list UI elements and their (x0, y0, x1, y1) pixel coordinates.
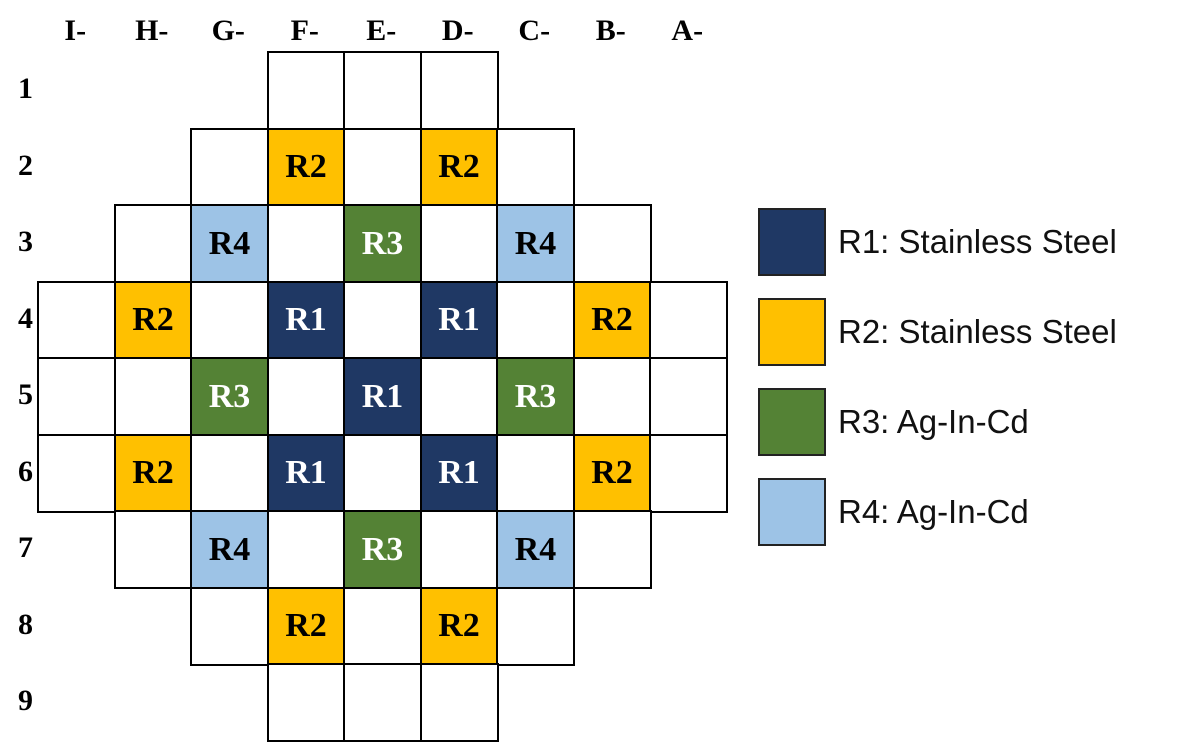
grid-cell-empty (343, 280, 422, 360)
row-label: 2 (18, 148, 33, 182)
grid-cell-r2: R2 (113, 280, 193, 360)
column-label: G- (211, 14, 245, 47)
grid-cell-empty (190, 280, 269, 360)
row-label: 8 (18, 607, 33, 641)
grid-cell-r1: R1 (343, 357, 422, 436)
grid-cell-empty (496, 586, 575, 666)
legend-label: R1: Stainless Steel (838, 223, 1117, 260)
grid-cell-r3: R3 (190, 357, 269, 436)
legend-swatch (758, 388, 826, 456)
grid-cell-empty (37, 280, 116, 360)
grid-cell-empty (37, 357, 116, 436)
column-label: C- (518, 14, 551, 47)
legend-swatch (758, 208, 826, 276)
column-label: E- (366, 14, 397, 47)
grid-cell-empty (649, 357, 728, 436)
grid-cell-r1: R1 (266, 280, 346, 360)
row-label: 7 (18, 531, 33, 565)
grid-cell-empty (343, 127, 422, 207)
grid-cell-r1: R1 (266, 433, 346, 513)
grid-cell-r3: R3 (343, 204, 422, 283)
legend-swatch (758, 478, 826, 546)
row-label: 6 (18, 454, 33, 488)
grid-cell-r2: R2 (572, 280, 652, 360)
grid-cell-empty (343, 433, 422, 513)
legend-label: R2: Stainless Steel (838, 313, 1117, 350)
row-label: 5 (18, 378, 33, 412)
grid-cell-empty (266, 510, 346, 589)
grid-cell-r4: R4 (496, 204, 575, 283)
grid-cell-r2: R2 (419, 127, 499, 207)
grid-cell-empty (266, 663, 346, 742)
grid-cell-empty (419, 663, 499, 742)
grid-cell-empty (113, 204, 193, 283)
grid-cell-empty (190, 433, 269, 513)
legend-item-r3: R3: Ag-In-Cd (758, 388, 1198, 456)
grid-cell-empty (266, 204, 346, 283)
grid-cell-empty (343, 663, 422, 742)
grid-cell-empty (266, 51, 346, 130)
column-label: A- (671, 14, 704, 47)
row-label: 9 (18, 684, 33, 718)
grid-cell-r2: R2 (266, 127, 346, 207)
grid-cell-empty (113, 510, 193, 589)
grid-cell-r2: R2 (572, 433, 652, 513)
grid-cell-empty (496, 280, 575, 360)
column-label: D- (441, 14, 474, 47)
legend-label: R4: Ag-In-Cd (838, 493, 1029, 530)
grid-cell-empty (649, 280, 728, 360)
grid-cell-r4: R4 (496, 510, 575, 589)
grid-cell-r1: R1 (419, 280, 499, 360)
grid-cell-empty (572, 357, 652, 436)
legend-swatch (758, 298, 826, 366)
grid-cell-empty (343, 51, 422, 130)
column-label: F- (290, 14, 319, 47)
grid-cell-empty (419, 204, 499, 283)
grid-cell-empty (496, 433, 575, 513)
grid-cell-empty (190, 586, 269, 666)
grid-cell-r1: R1 (419, 433, 499, 513)
legend-item-r2: R2: Stainless Steel (758, 298, 1198, 366)
grid-cell-r4: R4 (190, 510, 269, 589)
grid-cell-empty (649, 433, 728, 513)
grid-cell-empty (266, 357, 346, 436)
row-label: 4 (18, 301, 33, 335)
grid-cell-r2: R2 (419, 586, 499, 666)
row-label: 3 (18, 225, 33, 259)
legend-label: R3: Ag-In-Cd (838, 403, 1029, 440)
grid-cell-empty (419, 51, 499, 130)
row-label: 1 (18, 72, 33, 106)
grid-cell-empty (572, 204, 652, 283)
legend-item-r4: R4: Ag-In-Cd (758, 478, 1198, 546)
grid-cell-empty (343, 586, 422, 666)
grid-cell-empty (37, 433, 116, 513)
column-label: I- (64, 14, 87, 47)
grid-cell-r3: R3 (496, 357, 575, 436)
grid-cell-empty (190, 127, 269, 207)
grid-cell-empty (419, 510, 499, 589)
grid-cell-r2: R2 (266, 586, 346, 666)
grid-cell-empty (572, 510, 652, 589)
column-label: B- (595, 14, 626, 47)
grid-cell-empty (113, 357, 193, 436)
grid-cell-empty (496, 127, 575, 207)
grid-cell-r4: R4 (190, 204, 269, 283)
grid-cell-empty (419, 357, 499, 436)
grid-cell-r2: R2 (113, 433, 193, 513)
column-label: H- (135, 14, 169, 47)
grid-cell-r3: R3 (343, 510, 422, 589)
legend-item-r1: R1: Stainless Steel (758, 208, 1198, 276)
